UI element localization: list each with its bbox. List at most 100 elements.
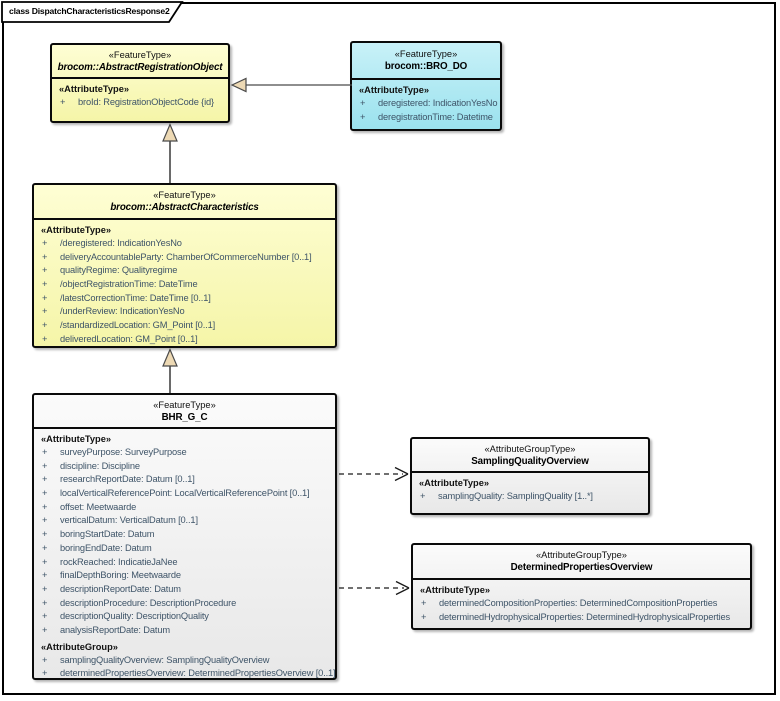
visibility-marker: + — [421, 611, 427, 622]
class-header: «FeatureType» brocom::AbstractCharacteri… — [34, 185, 335, 220]
attribute-text: descriptionProcedure: DescriptionProcedu… — [60, 597, 237, 608]
attribute-text: /standardizedLocation: GM_Point [0..1] — [60, 320, 216, 331]
visibility-marker: + — [42, 238, 48, 248]
attribute-text: /underReview: IndicationYesNo — [60, 306, 185, 317]
class-name: brocom::AbstractCharacteristics — [110, 202, 259, 213]
attribute-text: /latestCorrectionTime: DateTime [0..1] — [60, 292, 211, 303]
attribute-text: localVerticalReferencePoint: LocalVertic… — [60, 488, 310, 499]
class-header: «AttributeGroupType» DeterminedPropertie… — [413, 545, 750, 580]
attribute-line: + deregistrationTime: Datetime — [352, 111, 500, 125]
attribute-text: determinedHydrophysicalProperties: Deter… — [439, 611, 731, 622]
attribute-line: + researchReportDate: Datum [0..1] — [34, 473, 335, 487]
attribute-text: deregistered: IndicationYesNo — [378, 98, 498, 108]
class-name: SamplingQualityOverview — [471, 455, 589, 467]
attribute-text: deliveredLocation: GM_Point [0..1] — [60, 333, 198, 344]
attribute-line: + boringEndDate: Datum — [34, 542, 335, 556]
visibility-marker: + — [360, 98, 366, 108]
attribute-text: qualityRegime: Qualityregime — [60, 265, 178, 276]
attribute-compartment: «AttributeType» + /deregistered: Indicatio… — [34, 220, 335, 346]
attribute-compartment: «AttributeType» + deregistered: Indication… — [352, 80, 500, 124]
attribute-compartment: «AttributeType»+broId: RegistrationObjec… — [52, 79, 228, 110]
visibility-marker: + — [42, 668, 48, 679]
visibility-marker: + — [42, 542, 48, 553]
class-header: «FeatureType» brocom::BRO_DO — [352, 43, 500, 80]
visibility-marker: + — [42, 333, 48, 344]
class-sampling-quality-overview[interactable]: «AttributeGroupType» SamplingQualityOver… — [410, 437, 650, 515]
class-bro-do[interactable]: «FeatureType» brocom::BRO_DO «AttributeT… — [350, 41, 502, 131]
compartment-stereotype: «AttributeType» — [41, 225, 112, 235]
attribute-line: +boringStartDate: Datum — [34, 528, 335, 542]
compartment-stereotype: «AttributeType» — [41, 434, 112, 444]
attribute-text: discipline: Discipline — [60, 460, 140, 471]
attribute-line: +descriptionReportDate: Datum — [34, 583, 335, 597]
visibility-marker: + — [42, 320, 48, 331]
compartment-stereotype: «AttributeType» — [420, 585, 491, 595]
attribute-text: /objectRegistrationTime: DateTime — [60, 279, 198, 290]
attribute-line: +surveyPurpose: SurveyPurpose — [34, 446, 335, 460]
attribute-line: +qualityRegime: Qualityregime — [34, 264, 335, 278]
attribute-text: deregistrationTime: Datetime — [378, 111, 493, 122]
class-header: «FeatureType» brocom::AbstractRegistrati… — [52, 45, 228, 79]
attribute-compartment: «AttributeType» +samplingQuality: Samplin… — [412, 473, 648, 504]
attribute-text: samplingQuality: SamplingQuality [1..*] — [438, 491, 593, 501]
compartment-stereotype: «AttributeType» — [359, 85, 430, 95]
attribute-line: +samplingQuality: SamplingQuality [1..*] — [412, 490, 648, 504]
class-name: DeterminedPropertiesOverview — [510, 562, 653, 573]
attribute-text: descriptionQuality: DescriptionQuality — [60, 611, 209, 622]
attribute-line: + determinedHydrophysicalProperties: Dete… — [413, 611, 750, 625]
attribute-text: rockReached: IndicatieJaNee — [60, 556, 178, 567]
attribute-line: +finalDepthBoring: Meetwaarde — [34, 569, 335, 583]
attribute-line: + /objectRegistrationTime: DateTime — [34, 278, 335, 292]
class-bhr-g-c[interactable]: «FeatureType» BHR_G_C «AttributeType» +su… — [32, 393, 337, 680]
class-stereotype: «AttributeGroupType» — [536, 550, 627, 560]
attribute-text: broId: RegistrationObjectCode {id} — [78, 97, 214, 107]
attribute-text: verticalDatum: VerticalDatum [0..1] — [60, 515, 198, 526]
compartment-stereotype: «AttributeGroup» — [41, 641, 118, 652]
visibility-marker: + — [42, 488, 48, 499]
class-stereotype: «FeatureType» — [153, 190, 216, 200]
attribute-line: +analysisReportDate: Datum — [34, 624, 335, 638]
attribute-line: + samplingQualityOverview: SamplingQualit… — [34, 654, 335, 668]
diagram-title: class DispatchCharacteristicsResponse2 — [9, 6, 170, 16]
compartment-stereotype: «AttributeType» — [59, 84, 130, 94]
attribute-line: + /standardizedLocation: GM_Point [0..1] — [34, 319, 335, 333]
visibility-marker: + — [42, 501, 48, 512]
class-abstract-registration-object[interactable]: «FeatureType» brocom::AbstractRegistrati… — [50, 43, 230, 123]
attribute-line: + /underReview: IndicationYesNo — [34, 305, 335, 319]
class-header: «FeatureType» BHR_G_C — [34, 395, 335, 429]
visibility-marker: + — [42, 460, 48, 471]
attribute-text: samplingQualityOverview: SamplingQuality… — [60, 654, 270, 665]
attribute-compartment: «AttributeType» +surveyPurpose: SurveyPur… — [34, 429, 335, 679]
attribute-line: + verticalDatum: VerticalDatum [0..1] — [34, 514, 335, 528]
attribute-text: researchReportDate: Datum [0..1] — [60, 474, 195, 485]
attribute-line: +deliveryAccountableParty: ChamberOfComm… — [34, 251, 335, 265]
attribute-text: boringEndDate: Datum — [60, 542, 152, 553]
attribute-line: + deliveredLocation: GM_Point [0..1] — [34, 333, 335, 346]
class-name: BHR_G_C — [161, 411, 208, 423]
attribute-line: + offset: Meetwaarde — [34, 501, 335, 515]
visibility-marker: + — [42, 611, 48, 622]
attribute-text: determinedPropertiesOverview: Determined… — [60, 668, 335, 679]
visibility-marker: + — [42, 474, 48, 485]
visibility-marker: + — [421, 598, 427, 608]
class-stereotype: «FeatureType» — [108, 49, 172, 60]
class-stereotype: «FeatureType» — [394, 49, 458, 59]
visibility-marker: + — [42, 654, 48, 665]
class-stereotype: «FeatureType» — [153, 399, 216, 410]
class-determined-properties-overview[interactable]: «AttributeGroupType» DeterminedPropertie… — [411, 543, 752, 630]
class-name: brocom::AbstractRegistrationObject — [57, 61, 223, 73]
attribute-text: finalDepthBoring: Meetwaarde — [60, 570, 181, 581]
attribute-line: +rockReached: IndicatieJaNee — [34, 556, 335, 570]
attribute-text: /deregistered: IndicationYesNo — [60, 238, 182, 248]
class-header: «AttributeGroupType» SamplingQualityOver… — [412, 439, 648, 473]
class-abstract-characteristics[interactable]: «FeatureType» brocom::AbstractCharacteri… — [32, 183, 337, 348]
attribute-text: deliveryAccountableParty: ChamberOfComme… — [60, 251, 312, 262]
compartment-stereotype: «AttributeType» — [419, 478, 490, 488]
visibility-marker: + — [42, 306, 48, 317]
visibility-marker: + — [42, 515, 48, 526]
attribute-text: boringStartDate: Datum — [60, 529, 155, 540]
visibility-marker: + — [360, 111, 366, 122]
visibility-marker: + — [42, 279, 48, 290]
attribute-text: offset: Meetwaarde — [60, 501, 137, 512]
attribute-line: + deregistered: IndicationYesNo — [352, 97, 500, 111]
